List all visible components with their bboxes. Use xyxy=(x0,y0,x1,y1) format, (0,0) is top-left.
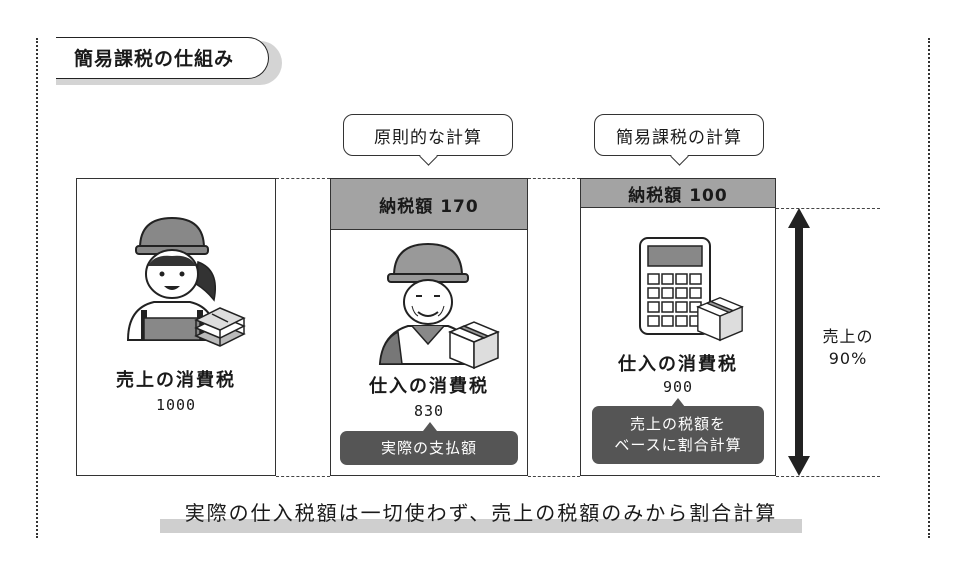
cash-bundle-icon xyxy=(190,306,246,352)
col3-label: 仕入の消費税 xyxy=(580,350,776,376)
dash-bottom-1 xyxy=(276,476,330,477)
col1-amount: 1000 xyxy=(76,396,276,414)
tax-head-simplified: 納税額 100 xyxy=(580,178,776,208)
left-dotted-border xyxy=(36,38,38,538)
package-box-icon xyxy=(446,318,502,370)
col3-amount: 900 xyxy=(580,378,776,396)
note-standard: 実際の支払額 xyxy=(340,431,518,465)
right-dotted-border xyxy=(928,38,930,538)
tax-head-standard: 納税額 170 xyxy=(330,178,528,230)
note-standard-tail xyxy=(423,422,437,431)
dash-bottom-2 xyxy=(528,476,580,477)
col2-label: 仕入の消費税 xyxy=(330,372,528,398)
dash-top-2 xyxy=(528,178,580,179)
footer-caption: 実際の仕入税額は一切使わず、売上の税額のみから割合計算 xyxy=(160,497,802,526)
col2-amount: 830 xyxy=(330,402,528,420)
col1-label: 売上の消費税 xyxy=(76,366,276,392)
double-arrow-icon xyxy=(788,208,810,476)
package-box-icon xyxy=(694,294,746,342)
dash-top-1 xyxy=(276,178,330,179)
note-simplified: 売上の税額を ベースに割合計算 xyxy=(592,406,764,464)
side-label-ratio: 売上の 90% xyxy=(808,326,888,370)
dash-right-bottom xyxy=(776,476,880,477)
page-title: 簡易課税の仕組み xyxy=(74,44,234,71)
